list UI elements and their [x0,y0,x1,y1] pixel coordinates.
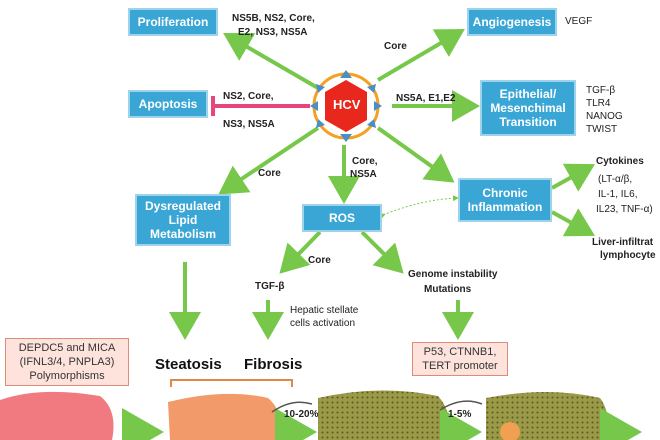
proliferation-label: Proliferation [137,15,209,29]
stellate-1: Hepatic stellate [290,305,359,316]
arrow-to-cytokines [551,163,595,192]
apop-proteins-2: NS3, NS5A [223,119,275,130]
inflammation-box: Chronic Inflammation [458,178,552,222]
angiogenesis-label: Angiogenesis [472,15,552,29]
inflammation-label-2: Inflammation [467,200,543,214]
cytokines-label: Cytokines [596,156,644,167]
arrow-to-angiogenesis [376,28,465,82]
apoptosis-label: Apoptosis [138,97,198,111]
liver-steatotic-icon [168,393,281,440]
emt-box: Epithelial/ Mesenchimal Transition [480,80,576,136]
orange-bracket [170,379,293,387]
cytokine-list-1: (LT-α/β, [598,174,633,185]
emt-label-2: Mesenchimal [490,101,566,115]
cytokine-list-2: IL-1, IL6, [598,189,638,200]
emt-label-1: Epithelial/ [499,87,557,101]
prolif-proteins-1: NS5B, NS2, Core, [232,13,315,24]
pct-label-2: 1-5% [448,409,472,420]
liver-healthy-icon [0,391,114,440]
emt-proteins: NS5A, E1,E2 [396,93,456,104]
genome-2: Mutations [424,284,472,295]
p53-line-1: P53, CTNNB1, [423,346,497,358]
apop-proteins-1: NS2, Core, [223,91,274,102]
emt-gene-3: TWIST [586,124,618,135]
arrow-to-lymphocytes [551,208,595,237]
ros-inflammation-link [379,195,459,219]
lipid-core: Core [258,168,281,179]
tumor-nodule-icon [500,422,520,440]
liver-infiltrating-2: lymphocyte [600,250,656,261]
lipid-label-3: Metabolism [149,227,216,241]
arrow-to-tgf [279,230,322,274]
ros-box: ROS [302,204,382,232]
genome-1: Genome instability [408,269,498,280]
proliferation-box: Proliferation [128,8,218,36]
ros-proteins-1: Core, [352,156,378,167]
lipid-label-2: Lipid [168,213,198,227]
ros-label: ROS [328,211,355,225]
angio-core: Core [384,41,407,52]
prolif-proteins-2: E2, NS3, NS5A [238,27,308,38]
inflammation-label-1: Chronic [482,186,528,200]
emt-label-3: Transition [499,115,557,129]
p53-box: P53, CTNNB1, TERT promoter [412,342,508,376]
arrow-to-proliferation [223,32,320,90]
arrow-to-genome [360,230,404,274]
liver-progression [0,390,642,440]
ros-core: Core [308,255,331,266]
vegf-label: VEGF [565,16,593,27]
ros-proteins-2: NS5A [350,169,377,180]
angiogenesis-box: Angiogenesis [467,8,557,36]
fibrosis-label: Fibrosis [244,356,303,373]
apoptosis-box: Apoptosis [128,90,208,118]
poly-line-2: (IFNL3/4, PNPLA3) [19,356,115,368]
tgf-beta-label: TGF-β [255,281,285,292]
cytokine-list-3: IL23, TNF-α) [596,204,653,215]
arrow-to-lipid [218,126,320,195]
polymorphisms-box: DEPDC5 and MICA (IFNL3/4, PNPLA3) Polymo… [5,338,129,386]
hcv-virion-icon [310,70,382,142]
lipid-metabolism-box: Dysregulated Lipid Metabolism [135,194,231,246]
stellate-2: cells activation [290,318,356,329]
poly-line-1: DEPDC5 and MICA [18,342,116,354]
poly-line-3: Polymorphisms [29,370,105,382]
p53-line-2: TERT promoter [422,360,498,372]
emt-gene-0: TGF-β [586,85,616,96]
emt-gene-2: NANOG [586,111,623,122]
arrow-to-inflammation [376,126,455,183]
liver-infiltrating-1: Liver-infiltrat [592,237,654,248]
steatosis-label: Steatosis [155,356,222,373]
hcv-label: HCV [333,97,361,112]
liver-cirrhotic-icon [318,390,450,440]
pct-label-1: 10-20% [284,409,319,420]
lipid-label-1: Dysregulated [144,199,222,213]
emt-gene-1: TLR4 [586,98,611,109]
